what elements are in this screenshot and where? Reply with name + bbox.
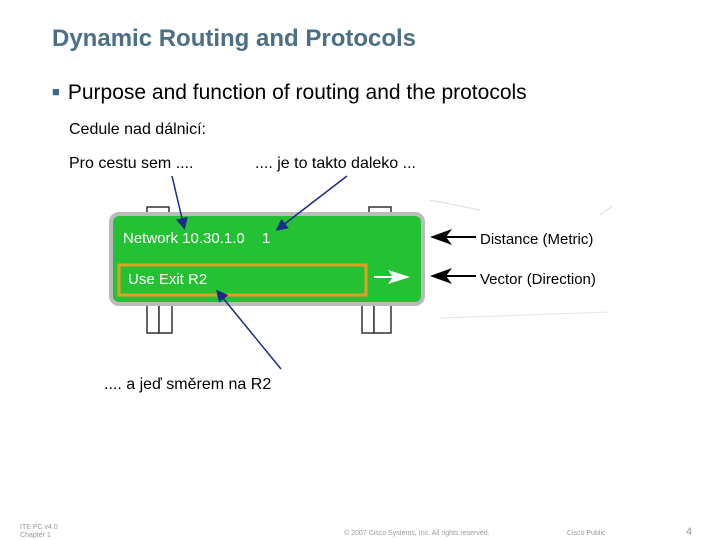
footer-classification: Cisco Public <box>567 530 606 537</box>
footer-chapter: Chapter 1 <box>20 532 51 539</box>
bullet-text: Purpose and function of routing and the … <box>67 81 527 104</box>
distance-label: Distance (Metric) <box>480 231 593 248</box>
sign-exit-text: Use Exit R2 <box>128 271 207 288</box>
square-bullet-icon: ■ <box>52 84 60 99</box>
footer-copyright: © 2007 Cisco Systems, Inc. All rights re… <box>344 530 490 537</box>
bullet-item: ■ Purpose and function of routing and the… <box>52 81 527 105</box>
callout-left: Pro cestu sem .... <box>69 155 194 172</box>
callout-left-arrow <box>171 175 188 230</box>
callout-bottom: .... a jeď směrem na R2 <box>104 376 272 393</box>
page-number: 4 <box>686 526 693 538</box>
vector-label: Vector (Direction) <box>480 271 596 288</box>
direction-arrow-icon <box>374 270 410 284</box>
sign-board <box>109 212 425 306</box>
subheading: Cedule nad dálnicí: <box>69 121 206 138</box>
sign-metric-value: 1 <box>262 230 270 247</box>
background-scene <box>429 199 613 319</box>
sign-network-text: Network 10.30.1.0 <box>123 230 245 247</box>
footer-course: ITE PC v4.0 <box>20 524 58 531</box>
callout-right-arrow <box>275 175 348 231</box>
sign-post-bottom-right <box>361 299 392 334</box>
callout-bottom-arrow <box>216 289 282 370</box>
slide-title: Dynamic Routing and Protocols <box>52 25 417 52</box>
vector-pointer-arrow <box>430 268 476 284</box>
distance-pointer-arrow <box>430 229 476 245</box>
callout-right: .... je to takto daleko ... <box>255 155 416 172</box>
exit-box <box>117 263 368 297</box>
